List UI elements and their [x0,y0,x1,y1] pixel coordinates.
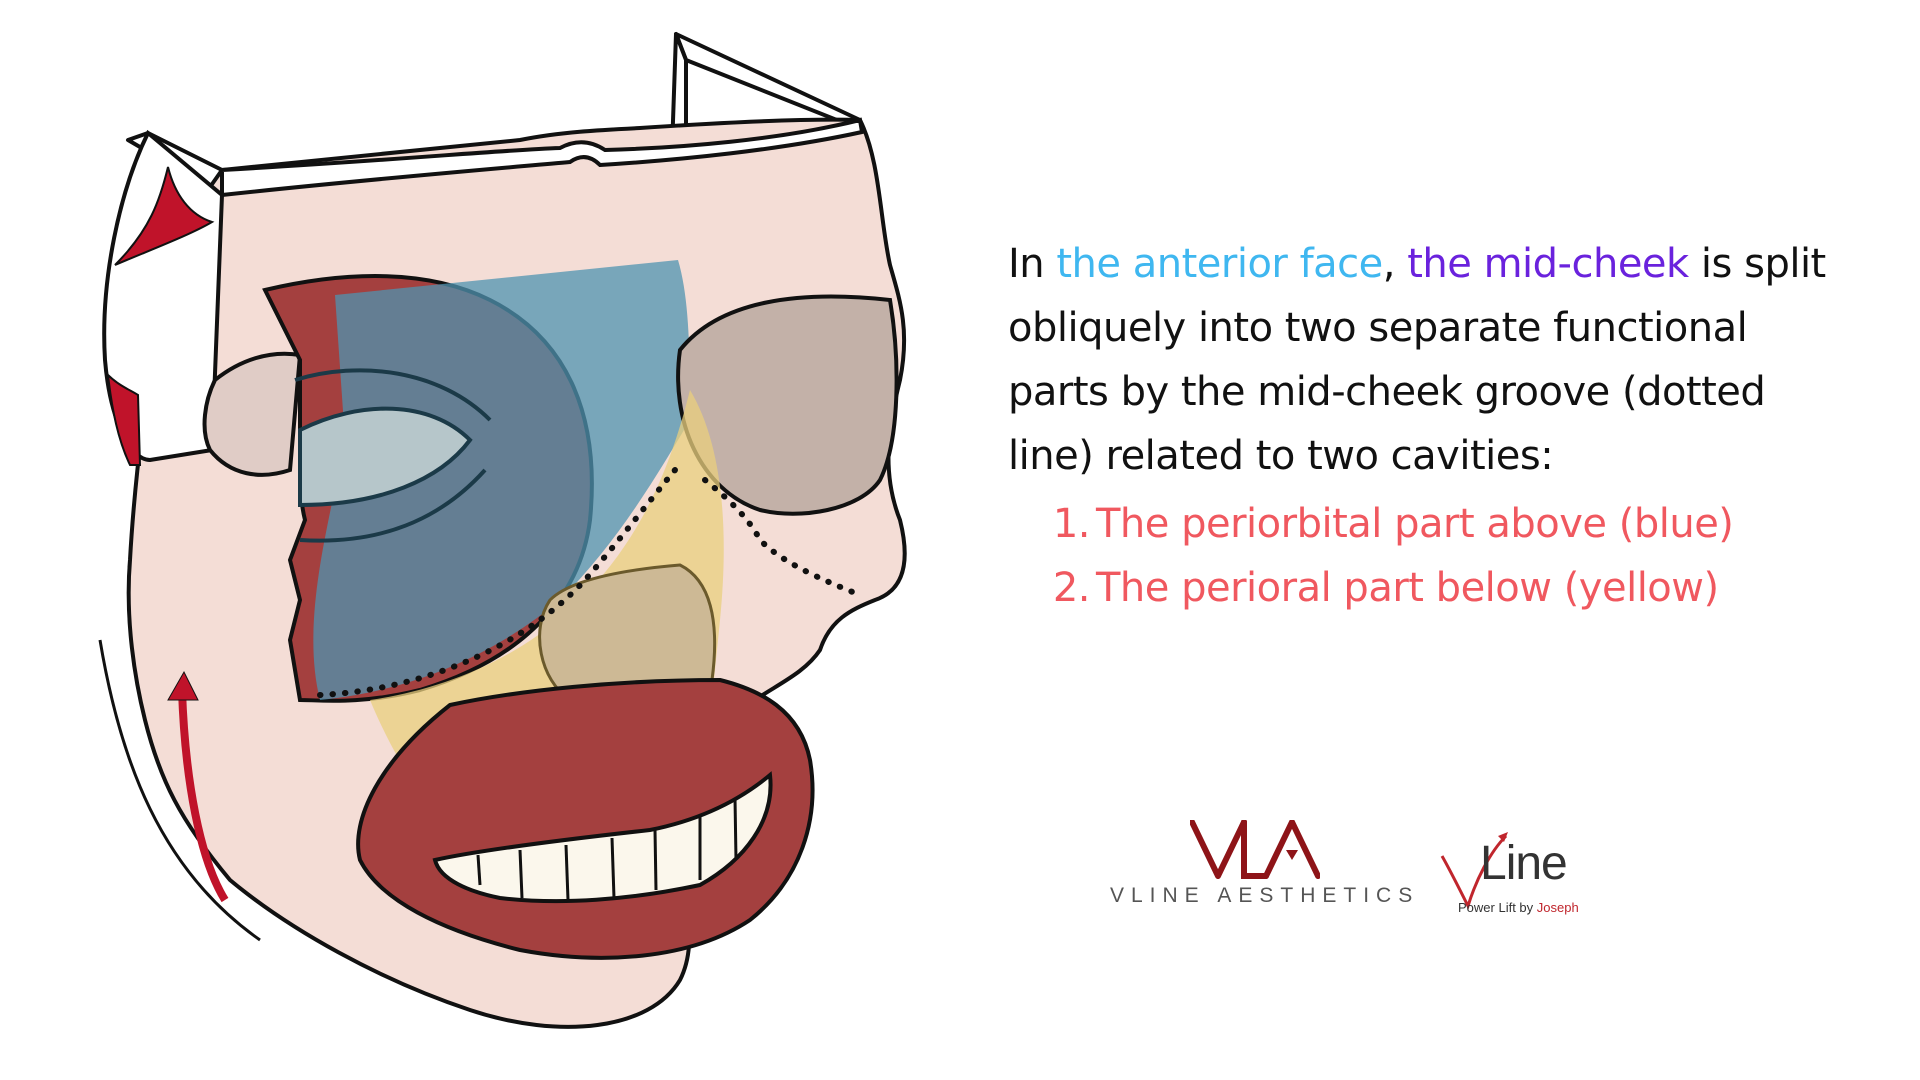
list-item-periorbital: 1.The periorbital part above (blue) [1008,492,1828,556]
teeth-lines [476,797,738,901]
vline-logo: Line Power Lift by Joseph [1440,830,1610,930]
teeth [432,771,773,904]
tagline-name: Joseph [1536,900,1579,915]
list-text: The perioral part below (yellow) [1096,565,1719,611]
term-anterior-face: the anterior face [1056,241,1383,287]
vla-name: VLINE AESTHETICS [1110,884,1420,907]
caption-body: is split obliquely into two separate fun… [1008,241,1826,479]
logos: VLINE AESTHETICS Line Power Lift by Jose… [1110,820,1630,930]
muscle-flap-lower [106,372,142,466]
mid-cheek-groove [317,467,678,698]
caption-text: In the anterior face, the mid-cheek is s… [1008,232,1828,620]
caption-paragraph: In the anterior face, the mid-cheek is s… [1008,232,1828,488]
periorbital-region-blue [313,260,690,700]
caption-intro: In [1008,241,1057,287]
tagline-prefix: Power Lift by [1458,900,1537,915]
anatomy-illustration [98,32,907,1029]
list-number: 2. [1052,565,1091,611]
eye-lid-line [294,368,492,422]
vla-mark-icon [1190,820,1320,879]
parts-list: 1.The periorbital part above (blue) 2.Th… [1008,492,1828,620]
term-mid-cheek: the mid-cheek [1407,241,1689,287]
forehead-band [220,117,865,198]
eye-lower-line [299,468,487,543]
vla-logo: VLINE AESTHETICS [1110,820,1420,920]
orbit-socket [202,351,303,477]
jaw-outline [98,639,261,942]
list-number: 1. [1052,501,1091,547]
caption-comma: , [1382,241,1408,287]
checkmark-arrow-icon [1440,832,1508,910]
lift-arrow [167,670,229,903]
list-item-perioral: 2.The perioral part below (yellow) [1008,556,1828,620]
muscle-flap-upper [114,166,215,266]
vline-tagline: Power Lift by Joseph [1458,900,1579,915]
eye-opening [298,406,473,508]
vline-word: Line [1480,837,1568,890]
list-text: The periorbital part above (blue) [1096,501,1734,547]
